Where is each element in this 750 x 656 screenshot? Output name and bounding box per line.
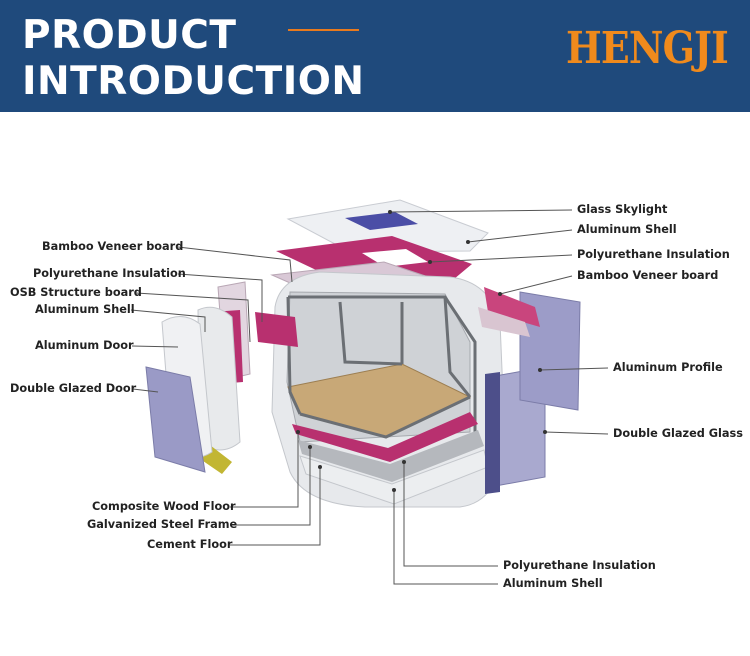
accent-line [288,29,359,31]
header-banner: PRODUCT INTRODUCTION HENGJI [0,0,750,112]
floor-layer-gray [298,430,484,482]
right-bamboo-strip [484,287,540,327]
label-bamboo-veneer-left: Bamboo Veneer board [42,240,184,253]
cabin-illustration [130,199,609,585]
steel-frame [286,295,477,439]
right-profile-frame [485,372,500,494]
label-cement-floor: Cement Floor [147,538,233,551]
label-polyurethane-bottom: Polyurethane Insulation [503,559,656,572]
floor-layer-pink [292,412,478,462]
label-aluminum-shell-right: Aluminum Shell [577,223,677,236]
leader-lines [130,209,609,585]
label-aluminum-shell-left: Aluminum Shell [35,303,135,316]
skylight-glass [345,212,418,230]
title-line-2: INTRODUCTION [22,59,365,104]
label-galvanized-steel-frame: Galvanized Steel Frame [87,518,238,531]
label-osb-structure: OSB Structure board [10,286,142,299]
label-aluminum-shell-bottom: Aluminum Shell [503,577,603,590]
label-composite-wood-floor: Composite Wood Floor [92,500,236,513]
label-double-glazed-glass: Double Glazed Glass [613,427,743,440]
label-double-glazed-door: Double Glazed Door [10,382,137,395]
label-aluminum-door: Aluminum Door [35,339,134,352]
label-glass-skylight: Glass Skylight [577,203,668,216]
label-polyurethane-left: Polyurethane Insulation [33,267,186,280]
brand-logo: HENGJI [566,23,729,74]
roof-insulation [276,236,472,287]
double-glazed-door-panel [145,366,206,473]
title-line-1: PRODUCT [22,13,237,58]
exploded-cabin-diagram: Glass Skylight Aluminum Shell Polyuretha… [0,112,750,652]
label-polyurethane-right: Polyurethane Insulation [577,248,730,261]
label-bamboo-veneer-right: Bamboo Veneer board [577,269,719,282]
label-aluminum-profile: Aluminum Profile [613,361,723,374]
